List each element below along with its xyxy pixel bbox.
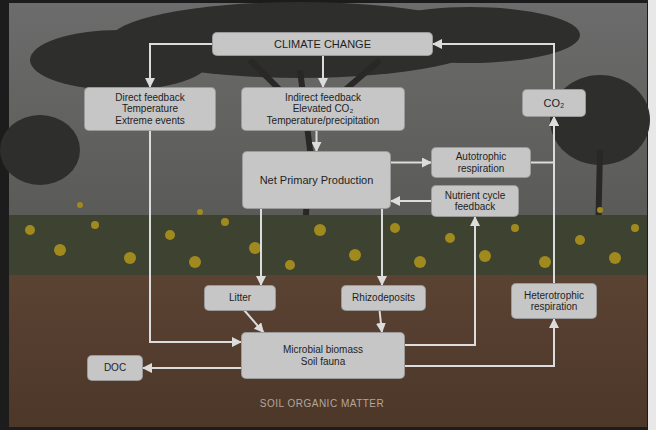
- flow-arrow: [322, 55, 324, 88]
- box-text: Microbial biomass: [247, 344, 399, 356]
- box-text: Litter: [210, 292, 270, 304]
- flower: [197, 209, 203, 215]
- flower: [221, 218, 229, 226]
- flower: [597, 207, 603, 213]
- flow-arrow: [150, 130, 242, 342]
- box-text: CO₂: [528, 97, 580, 110]
- flower: [77, 202, 83, 208]
- box-text: DOC: [93, 362, 137, 374]
- process-box: Direct feedbackTemperatureExtreme events: [85, 88, 215, 130]
- flowers: [25, 202, 639, 270]
- box-text: Heterotrophic respiration: [517, 290, 591, 313]
- process-box: Nutrient cycle feedback: [432, 186, 518, 216]
- flow-arrow: [432, 44, 554, 90]
- flow-arrow: [316, 130, 318, 152]
- flower: [390, 223, 400, 233]
- tree-canopy: [30, 30, 210, 90]
- process-box: Litter: [205, 286, 275, 310]
- box-text: Elevated CO₂: [247, 103, 399, 115]
- process-box: Autotrophic respiration: [432, 148, 530, 177]
- frame-edge: [648, 0, 656, 430]
- flow-arrow: [260, 208, 262, 286]
- region-label: SOIL ORGANIC MATTER: [260, 398, 385, 409]
- flow-arrow: [390, 200, 432, 202]
- flower: [314, 224, 326, 236]
- flower: [479, 250, 491, 262]
- flower: [165, 230, 175, 240]
- flow-arrow: [244, 310, 264, 333]
- box-text: Extreme events: [90, 115, 210, 127]
- flower: [539, 256, 551, 268]
- flower: [575, 235, 585, 245]
- flower: [349, 249, 361, 261]
- box-text: CLIMATE CHANGE: [218, 38, 427, 51]
- process-box: DOC: [88, 356, 142, 380]
- process-box: CO₂: [523, 90, 585, 116]
- flower: [631, 224, 639, 232]
- flower: [414, 256, 426, 268]
- soil: [9, 275, 647, 427]
- flow-arrow: [380, 310, 383, 333]
- flow-arrow: [404, 216, 475, 345]
- flow-arrow: [381, 208, 383, 286]
- tree-trunk: [250, 60, 600, 240]
- process-box: Microbial biomassSoil fauna: [242, 333, 404, 378]
- process-box: Rhizodeposits: [342, 286, 425, 310]
- process-box: Heterotrophic respiration: [512, 284, 596, 318]
- flower: [249, 242, 261, 254]
- flower: [91, 221, 99, 229]
- flow-arrow: [553, 116, 555, 284]
- flower: [511, 224, 519, 232]
- flower: [54, 244, 66, 256]
- sky: [9, 3, 647, 275]
- box-text: Temperature/precipitation: [247, 115, 399, 127]
- flower: [25, 225, 35, 235]
- flower: [124, 252, 136, 264]
- box-text: Direct feedback: [90, 92, 210, 104]
- box-text: Rhizodeposits: [347, 292, 420, 304]
- meadow: [9, 215, 647, 275]
- flow-arrow: [150, 44, 213, 88]
- process-box: CLIMATE CHANGE: [213, 33, 432, 55]
- box-text: Indirect feedback: [247, 92, 399, 104]
- flow-arrow: [530, 116, 554, 163]
- box-text: Temperature: [90, 103, 210, 115]
- flower: [189, 256, 201, 268]
- flow-arrow: [390, 162, 432, 164]
- tree-canopy: [0, 115, 80, 185]
- process-box: Indirect feedbackElevated CO₂Temperature…: [242, 88, 404, 130]
- process-box: Net Primary Production: [243, 152, 390, 208]
- box-text: Soil fauna: [247, 356, 399, 368]
- box-text: Autotrophic respiration: [437, 151, 525, 174]
- flower: [285, 260, 295, 270]
- box-text: Nutrient cycle feedback: [437, 190, 513, 213]
- flower: [609, 252, 621, 264]
- flow-arrow: [404, 318, 554, 366]
- box-text: Net Primary Production: [248, 174, 385, 187]
- flower: [445, 233, 455, 243]
- flow-arrow: [142, 367, 242, 369]
